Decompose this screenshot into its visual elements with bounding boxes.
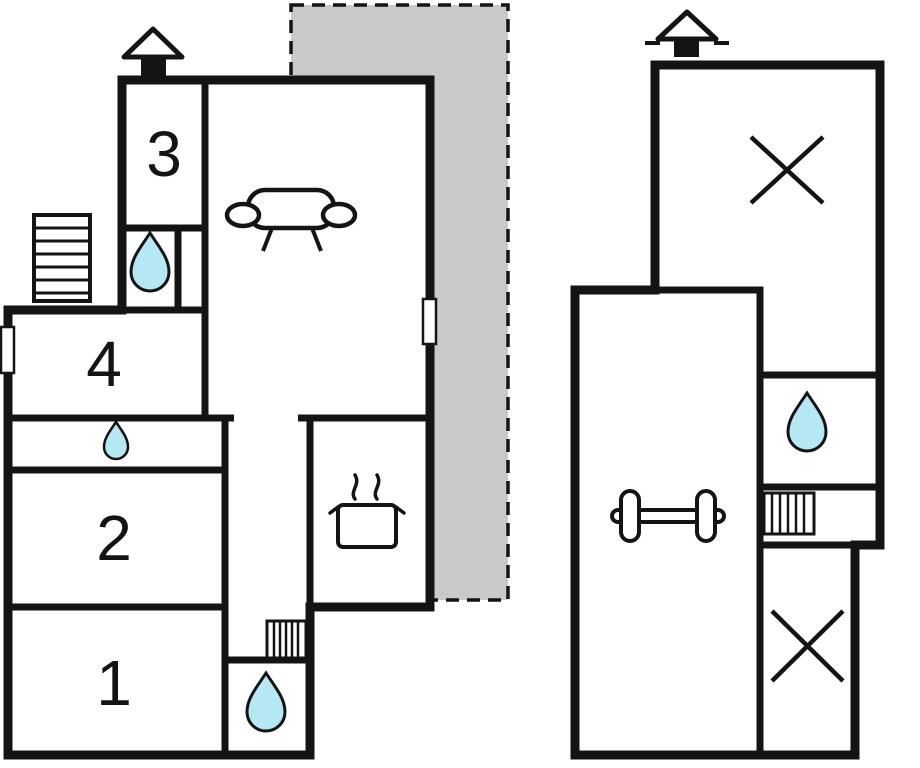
- stairs-icon-exterior: [32, 213, 92, 303]
- door-right-icon: [421, 297, 438, 346]
- water-drop-icon-bath-top: [129, 230, 171, 293]
- pot-steam-icon: [328, 473, 406, 549]
- water-drop-icon-hall: [102, 419, 130, 461]
- corridor-opening: [234, 410, 298, 426]
- chimney-icon-floor2: [645, 9, 729, 57]
- stairs-icon-floor2: [762, 491, 816, 536]
- sofa-icon: [224, 187, 358, 252]
- void-cross-icon-top: [749, 135, 825, 205]
- chimney-icon-floor1: [121, 26, 185, 76]
- room-2-label: 2: [96, 502, 132, 574]
- stairs-icon-inner: [265, 619, 308, 660]
- water-drop-icon-floor2: [786, 390, 828, 453]
- room-1-label: 1: [96, 647, 132, 719]
- room-3-label: 3: [146, 118, 182, 190]
- door-left-icon: [0, 325, 16, 375]
- water-drop-icon-bath-bottom: [245, 670, 287, 733]
- room-4-label: 4: [86, 328, 122, 400]
- void-cross-icon-bottom: [770, 609, 845, 683]
- floor1-interior-walls: [4, 76, 434, 759]
- dumbbell-icon: [610, 489, 726, 543]
- floor2-exterior-walls: [570, 60, 885, 760]
- floor2-interior-walls: [651, 286, 884, 759]
